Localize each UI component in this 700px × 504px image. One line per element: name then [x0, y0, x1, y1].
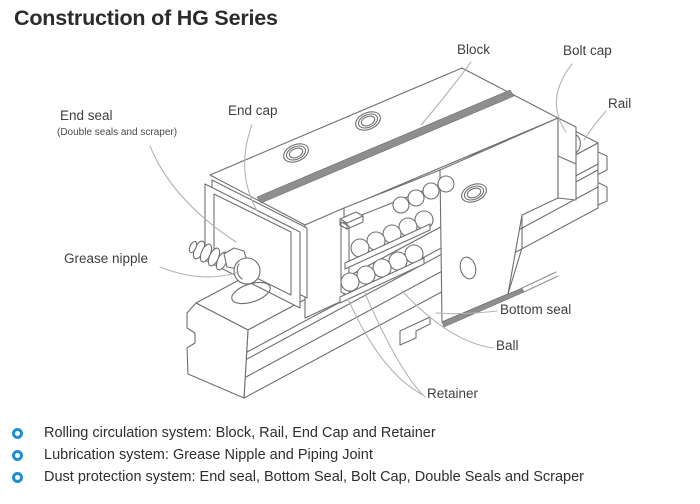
bullet-ring-icon [12, 427, 23, 439]
label-end-seal: End seal [60, 108, 113, 123]
ball-shape [392, 196, 410, 214]
ball-shape [356, 265, 376, 285]
label-block: Block [457, 42, 491, 57]
leader-rail [583, 110, 607, 141]
retainer-clip-depth [339, 215, 364, 230]
leader-grease-nipple [159, 266, 240, 278]
hole-ring [463, 185, 485, 201]
ball-shape [437, 175, 455, 193]
end-seal-inner-step [213, 193, 292, 296]
leader-end-seal [149, 145, 237, 243]
grease-nipple-shape [188, 240, 271, 305]
label-bolt-cap: Bolt cap [563, 43, 612, 58]
label-grease-nipple: Grease nipple [64, 251, 149, 266]
ball-shape [407, 189, 425, 207]
label-ball: Ball [496, 338, 519, 353]
label-end-cap: End cap [228, 103, 278, 118]
hole-ring [285, 145, 307, 161]
retainer-strip-lower [339, 257, 425, 304]
feature-item: Rolling circulation system: Block, Rail,… [0, 422, 700, 444]
feature-list: Rolling circulation system: Block, Rail,… [0, 422, 700, 488]
leader-block [420, 61, 472, 126]
page-title: Construction of HG Series [14, 6, 278, 30]
label-end-seal-note: (Double seals and scraper) [57, 127, 178, 138]
leader-lines [149, 61, 607, 398]
hole-ring [360, 115, 376, 127]
label-rail: Rail [608, 96, 632, 111]
bottom-seal-shape [399, 271, 559, 346]
nipple-ball-head [233, 257, 261, 285]
rail-right-end-steps [597, 151, 608, 206]
block-mounting-holes [283, 111, 487, 203]
ball-shape [340, 272, 360, 292]
label-bottom-seal: Bottom seal [500, 302, 572, 317]
ball-retainer-cutaway [339, 175, 455, 304]
threaded-hole [461, 183, 487, 203]
feature-text: Rolling circulation system: Block, Rail,… [44, 425, 436, 441]
block-cut-face-lines [507, 214, 523, 295]
block-left-front-segment [304, 207, 345, 319]
rail-left-end-face [186, 302, 249, 399]
hole-ring [357, 113, 379, 129]
end-seal-plate [204, 183, 301, 309]
bottom-seal-strip [441, 287, 525, 328]
hole-ring [283, 143, 309, 163]
block-right-end-face [557, 117, 577, 201]
feature-text: Lubrication system: Grease Nipple and Pi… [44, 447, 373, 463]
leader-ball [401, 290, 494, 349]
feature-item: Dust protection system: End seal, Bottom… [0, 466, 700, 488]
leader-end-cap [244, 124, 258, 212]
hole-ring [466, 187, 482, 199]
ball-shape [422, 182, 440, 200]
leader-bottom-seal [435, 310, 498, 315]
feature-item: Lubrication system: Grease Nipple and Pi… [0, 444, 700, 466]
threaded-hole [355, 111, 381, 131]
bottom-seal-step [399, 316, 431, 346]
retainer-strip-upper [344, 223, 431, 270]
leader-retainer-2 [363, 290, 426, 398]
hole-ring [461, 183, 487, 203]
leader-bolt-cap [555, 63, 573, 133]
end-cap-seal-shape [204, 179, 308, 309]
leader-retainer-1 [347, 298, 424, 396]
ball-row-top [392, 175, 455, 214]
feature-text: Dust protection system: End seal, Bottom… [44, 469, 584, 485]
label-retainer: Retainer [427, 386, 479, 401]
bottom-seal-thin-lines [521, 271, 559, 293]
nipple-tip [188, 240, 198, 254]
threaded-hole [283, 143, 309, 163]
hole-ring [355, 111, 381, 131]
hole-ring [288, 147, 304, 159]
block-side-hole [459, 256, 477, 280]
bullet-ring-icon [12, 471, 23, 483]
bullet-ring-icon [12, 449, 23, 461]
block-top-shade-band [256, 89, 515, 204]
block-right-end-step [557, 155, 577, 165]
